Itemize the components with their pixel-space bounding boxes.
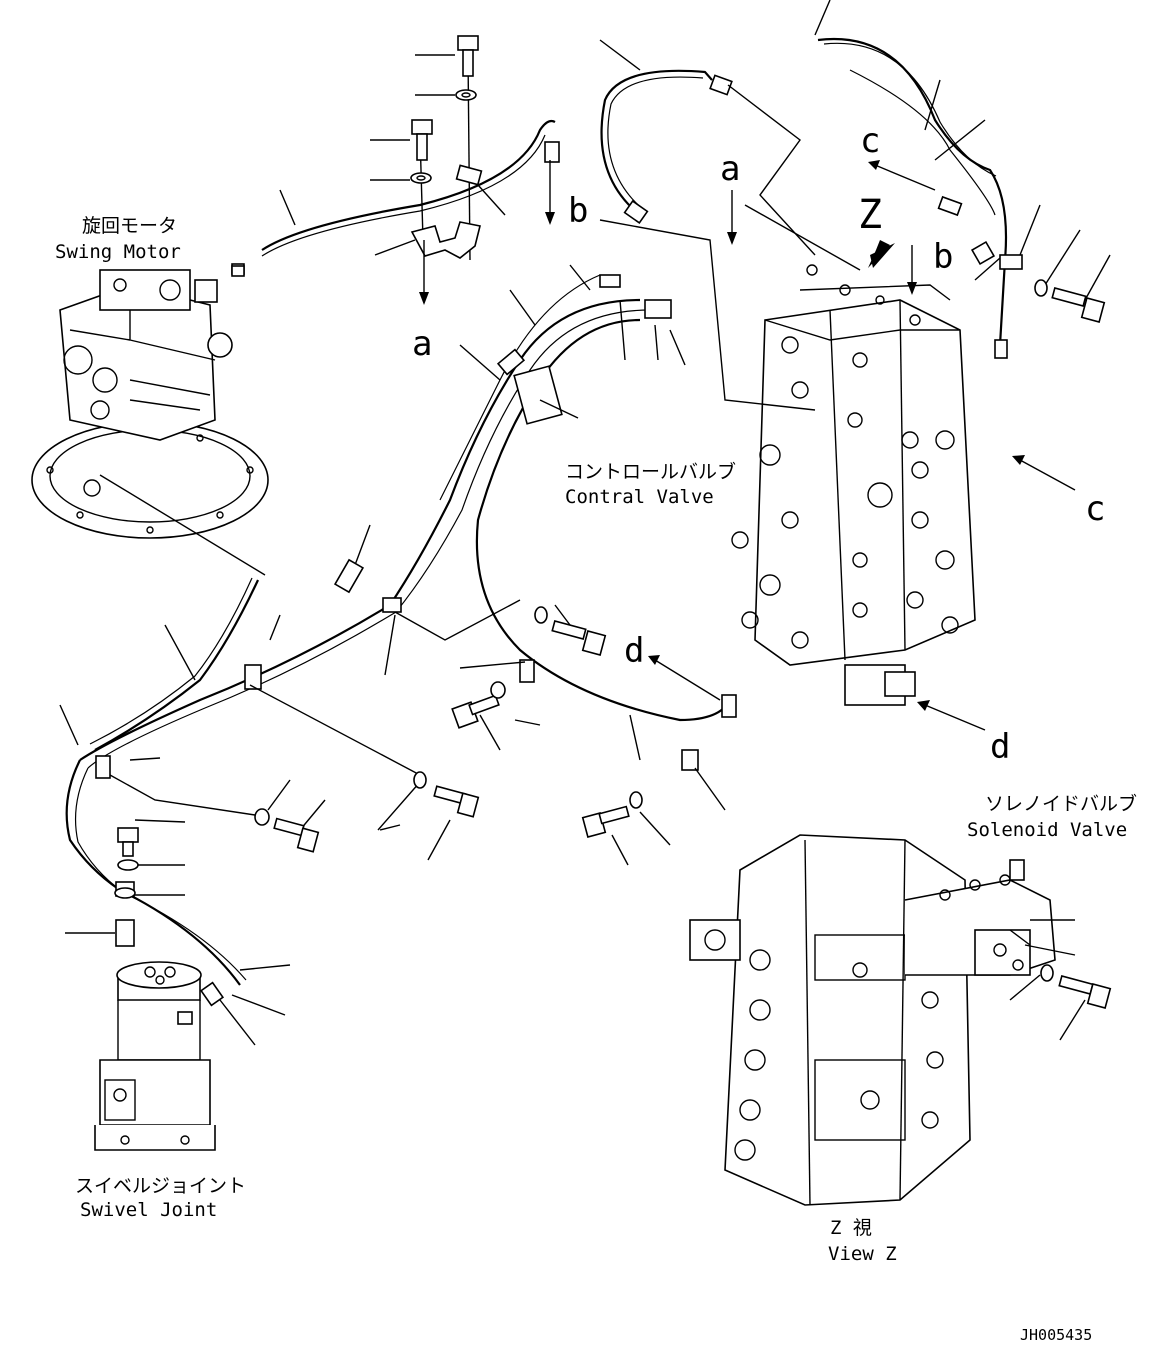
solenoid-valve-en-label: Solenoid Valve xyxy=(967,819,1127,841)
view-z-valve xyxy=(689,834,1056,1206)
ref-d-mid: d xyxy=(624,631,644,671)
ref-c-top: c xyxy=(860,121,880,161)
swivel-joint xyxy=(94,961,225,1151)
leader-lines xyxy=(59,0,1111,1046)
arrows xyxy=(419,160,1076,731)
solenoid-valve-jp-label: ソレノイドバルブ xyxy=(985,792,1137,815)
ref-a-top: a xyxy=(720,149,740,189)
swing-motor xyxy=(31,263,269,539)
swivel-joint-en-label: Swivel Joint xyxy=(80,1199,217,1221)
control-valve-jp-label: コントロールバルブ xyxy=(565,460,736,483)
fasteners xyxy=(114,35,1112,1009)
ref-a-left: a xyxy=(412,324,432,364)
control-valve-en-label: Contral Valve xyxy=(565,486,714,508)
ref-c-right: c xyxy=(1085,489,1105,529)
ref-z-view: Z xyxy=(858,192,882,238)
view-z-en-label: View Z xyxy=(828,1243,897,1265)
swing-motor-jp-label: 旋回モータ xyxy=(82,215,177,237)
swing-motor-en-label: Swing Motor xyxy=(55,241,181,263)
control-valve xyxy=(731,264,976,706)
ref-b-right: b xyxy=(933,237,953,277)
swivel-joint-jp-label: スイベルジョイント xyxy=(75,1175,246,1197)
drawing-number: JH005435 xyxy=(1020,1326,1092,1344)
ref-b-top: b xyxy=(568,191,588,231)
ref-d-right: d xyxy=(990,727,1010,767)
view-z-jp-label: Z 視 xyxy=(830,1217,872,1239)
